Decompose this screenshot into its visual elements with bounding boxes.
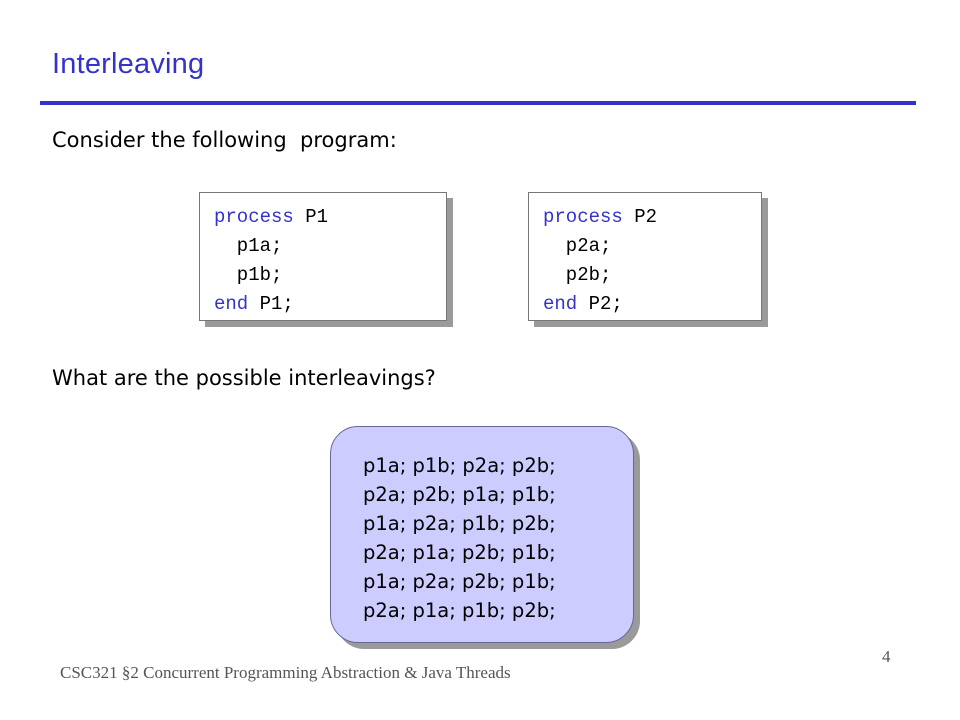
code-line: p2a; — [543, 235, 612, 257]
interleaving-line: p1a; p1b; p2a; p2b; — [363, 454, 556, 477]
process-name: P1 — [293, 206, 329, 228]
title-underline — [40, 101, 916, 105]
keyword-end: end — [214, 293, 249, 315]
end-name: P2; — [577, 293, 623, 315]
page-number: 4 — [882, 647, 891, 666]
interleavings-box: p1a; p1b; p2a; p2b; p2a; p2b; p1a; p1b; … — [330, 426, 634, 643]
process-name: P2 — [622, 206, 658, 228]
interleaving-line: p2a; p2b; p1a; p1b; — [363, 483, 556, 506]
keyword-process: process — [214, 206, 294, 228]
process-p2-code-box: process P2 p2a; p2b; end P2; — [528, 192, 762, 321]
keyword-end: end — [543, 293, 578, 315]
question-text: What are the possible interleavings? — [52, 366, 436, 390]
intro-text: Consider the following program: — [52, 128, 397, 152]
end-name: P1; — [248, 293, 294, 315]
process-p1-code-box: process P1 p1a; p1b; end P1; — [199, 192, 447, 321]
code-line: p1b; — [214, 264, 283, 286]
interleaving-line: p2a; p1a; p1b; p2b; — [363, 599, 556, 622]
interleaving-line: p1a; p2a; p2b; p1b; — [363, 570, 556, 593]
keyword-process: process — [543, 206, 623, 228]
interleaving-line: p1a; p2a; p1b; p2b; — [363, 512, 556, 535]
slide-title: Interleaving — [52, 48, 205, 80]
code-line: p1a; — [214, 235, 283, 257]
slide-footer: CSC321 §2 Concurrent Programming Abstrac… — [60, 663, 511, 682]
code-line: p2b; — [543, 264, 612, 286]
interleaving-line: p2a; p1a; p2b; p1b; — [363, 541, 556, 564]
